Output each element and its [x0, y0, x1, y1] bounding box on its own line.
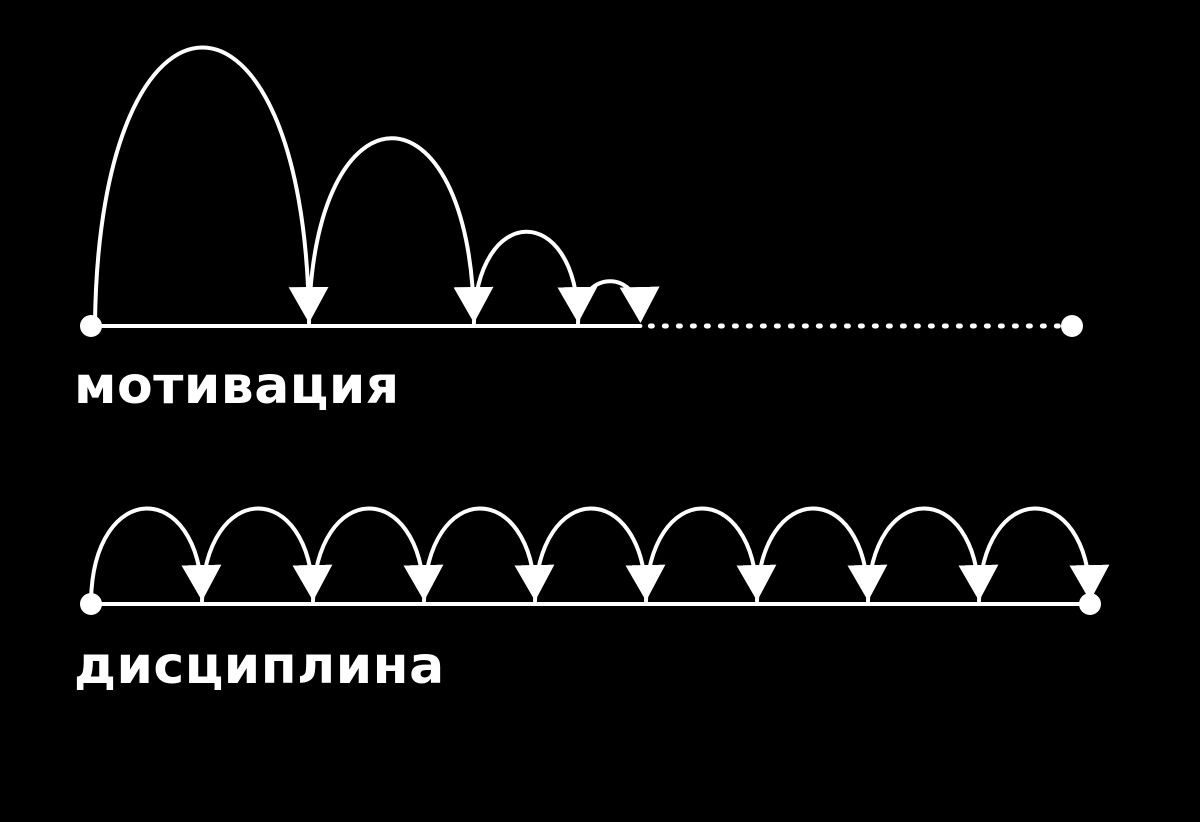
- motivation-start-dot: [80, 315, 102, 337]
- motivation-jump-arc: [306, 136, 494, 325]
- discipline-arcs: [89, 506, 1110, 603]
- discipline-jump-arc: [422, 506, 555, 603]
- motivation-jump-arc: [471, 229, 598, 325]
- motivation-label: мотивация: [74, 356, 400, 416]
- motivation-arcs: [93, 45, 660, 325]
- discipline-start-dot: [80, 593, 102, 615]
- discipline-jump-arc: [644, 506, 777, 603]
- motivation-end-dot: [1061, 315, 1083, 337]
- motivation-jump-arc: [93, 45, 329, 325]
- discipline-jump-arc: [533, 506, 666, 603]
- discipline-jump-arc: [311, 506, 444, 603]
- motivation-jump-arc: [576, 279, 660, 325]
- discipline-diagram: [80, 506, 1110, 615]
- discipline-jump-arc: [866, 506, 999, 603]
- discipline-label: дисциплина: [74, 636, 445, 696]
- motivation-diagram: [80, 45, 1083, 337]
- discipline-jump-arc: [755, 506, 888, 603]
- discipline-jump-arc: [89, 506, 222, 603]
- discipline-jump-arc: [977, 506, 1110, 603]
- discipline-jump-arc: [200, 506, 333, 603]
